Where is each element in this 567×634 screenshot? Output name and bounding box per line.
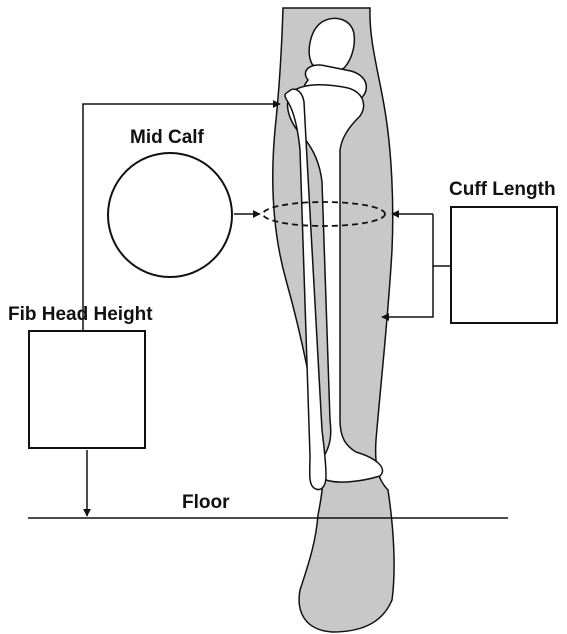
mid-calf-label: Mid Calf bbox=[130, 128, 204, 147]
floor-label: Floor bbox=[182, 493, 230, 512]
fib-head-height-label: Fib Head Height bbox=[8, 305, 153, 324]
cuff-length-bracket bbox=[433, 214, 450, 266]
cuff-length-label: Cuff Length bbox=[449, 180, 556, 199]
fib-head-height-entry-box[interactable] bbox=[28, 330, 146, 449]
cuff-length-entry-box[interactable] bbox=[450, 206, 558, 324]
mid-calf-entry-circle[interactable] bbox=[107, 152, 233, 278]
